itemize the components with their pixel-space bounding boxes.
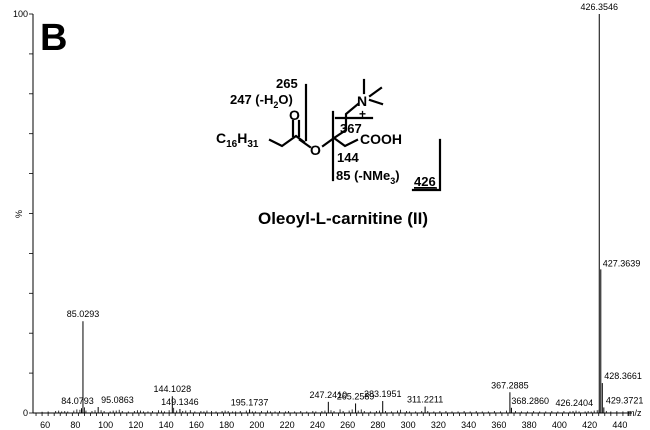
x-tick-label: 220 bbox=[280, 420, 295, 430]
panel-label: B bbox=[40, 17, 67, 59]
x-tick-label: 420 bbox=[582, 420, 597, 430]
peak-label: 195.1737 bbox=[231, 397, 269, 407]
carboxyl-group: COOH bbox=[360, 131, 402, 147]
x-tick-label: 340 bbox=[461, 420, 476, 430]
y-tick-label: 100 bbox=[13, 9, 28, 19]
x-tick-label: 120 bbox=[128, 420, 143, 430]
x-tick-label: 180 bbox=[219, 420, 234, 430]
peak-label: 429.3721 bbox=[606, 395, 644, 405]
x-tick-label: 260 bbox=[340, 420, 355, 430]
carnitine-backbone bbox=[332, 102, 360, 140]
x-tick-label: 240 bbox=[310, 420, 325, 430]
compound-title: Oleoyl-L-carnitine (II) bbox=[258, 209, 428, 228]
peak-label: 428.3661 bbox=[604, 371, 642, 381]
methyl-bond-2 bbox=[368, 86, 383, 98]
ester-oxygen: O bbox=[310, 142, 321, 158]
x-tick-label: 80 bbox=[70, 420, 80, 430]
x-tick-label: 160 bbox=[189, 420, 204, 430]
x-tick-label: 360 bbox=[491, 420, 506, 430]
x-tick-label: 200 bbox=[249, 420, 264, 430]
x-tick-label: 380 bbox=[522, 420, 537, 430]
fragment-85-label: 85 (-NMe3) bbox=[336, 168, 400, 186]
carnitine-acid-arm bbox=[332, 136, 359, 148]
ester-bond-1 bbox=[298, 138, 312, 149]
peak-label: 95.0863 bbox=[101, 395, 134, 405]
acyl-chain-label: C16H31 bbox=[216, 130, 259, 150]
fragment-367-label: 367 bbox=[340, 121, 362, 136]
x-tick-label: 300 bbox=[401, 420, 416, 430]
peak-label: 265.2589 bbox=[337, 391, 375, 401]
fragment-247-label: 247 (-H2O) bbox=[230, 92, 293, 110]
peak-label: 367.2885 bbox=[491, 380, 529, 390]
precursor-bracket-426 bbox=[411, 138, 442, 192]
x-tick-label: 440 bbox=[612, 420, 627, 430]
x-tick-label: 320 bbox=[431, 420, 446, 430]
fragment-265-label: 265 bbox=[276, 76, 298, 91]
fragment-426-label: 426 bbox=[414, 174, 436, 189]
peak-label: 144.1028 bbox=[154, 384, 192, 394]
peak-label: 426.3546 bbox=[580, 2, 618, 12]
methyl-bond-3 bbox=[368, 98, 384, 106]
fragment-144-label: 144 bbox=[337, 150, 359, 165]
y-tick-label: 0 bbox=[23, 408, 28, 418]
x-tick-label: 280 bbox=[370, 420, 385, 430]
peak-label: 427.3639 bbox=[603, 258, 641, 268]
x-axis-label: m/z bbox=[627, 408, 642, 418]
x-tick-label: 60 bbox=[40, 420, 50, 430]
peak-label: 84.0793 bbox=[61, 396, 94, 406]
minor-peaks bbox=[41, 407, 630, 413]
peak-label: 426.2404 bbox=[556, 398, 594, 408]
peak-label: 149.1346 bbox=[161, 397, 199, 407]
labeled-peaks bbox=[81, 14, 605, 413]
peak-label: 247.2410 bbox=[310, 390, 348, 400]
acyl-bonds bbox=[268, 134, 306, 148]
x-tick-label: 400 bbox=[552, 420, 567, 430]
peak-label: 283.1951 bbox=[364, 389, 402, 399]
y-axis-ticks: 0 100 bbox=[13, 9, 33, 418]
nitrogen-charge: + bbox=[359, 107, 366, 121]
x-tick-label: 140 bbox=[159, 420, 174, 430]
peak-label: 85.0293 bbox=[67, 309, 100, 319]
x-axis-ticks: 60 80 100 120 140 160 180 200 220 240 260 280 300 320… bbox=[35, 413, 630, 430]
x-tick-label: 100 bbox=[98, 420, 113, 430]
oleoyl-carnitine-structure: C16H31 O O N + COOH 265 247 (-H2O) bbox=[216, 76, 442, 228]
nitrogen-atom: N bbox=[357, 93, 367, 109]
y-axis-label: % bbox=[14, 210, 24, 218]
peak-label: 311.2211 bbox=[407, 395, 443, 405]
carbonyl-oxygen: O bbox=[289, 107, 300, 123]
peak-labels: 426.3546 427.3639 85.0293 367.2885 428.3661 1… bbox=[61, 2, 643, 408]
peak-label: 368.2860 bbox=[511, 396, 549, 406]
